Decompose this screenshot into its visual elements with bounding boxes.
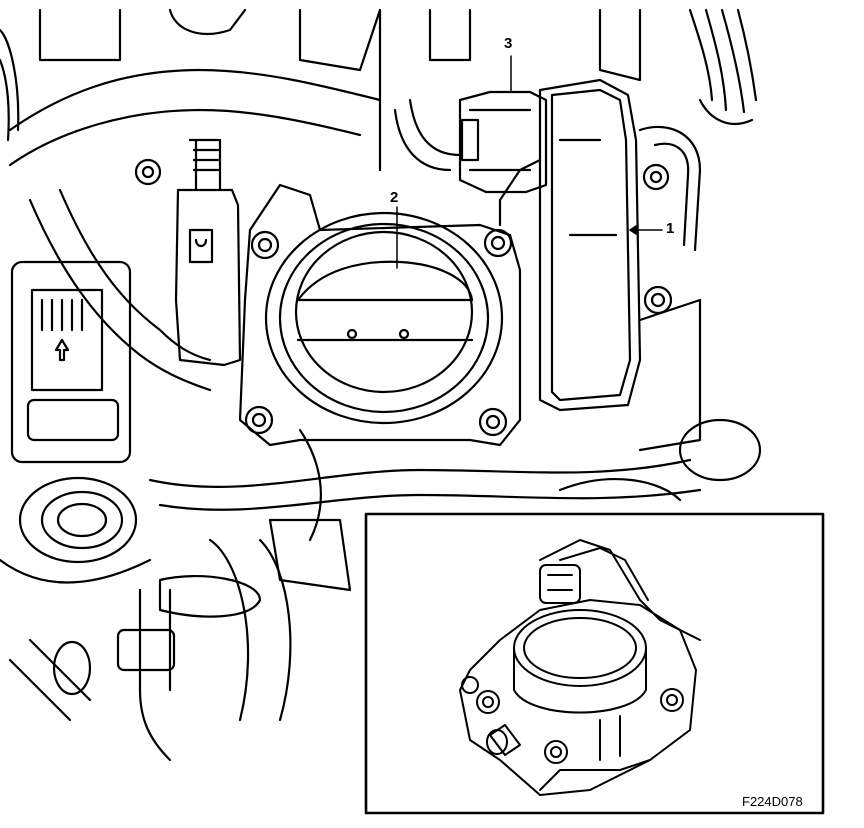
background-engine-parts <box>0 8 762 762</box>
inset-frame <box>364 512 825 815</box>
mounting-bolts <box>134 158 673 437</box>
throttle-body <box>134 78 673 447</box>
callout-2-label: 2 <box>390 189 399 206</box>
callout-3-label: 3 <box>504 35 513 52</box>
callout-1-label: 1 <box>666 220 675 237</box>
figure-code-label: F224D078 <box>742 794 803 809</box>
inset-throttle-body <box>459 539 701 796</box>
callout-leaders <box>396 55 663 269</box>
